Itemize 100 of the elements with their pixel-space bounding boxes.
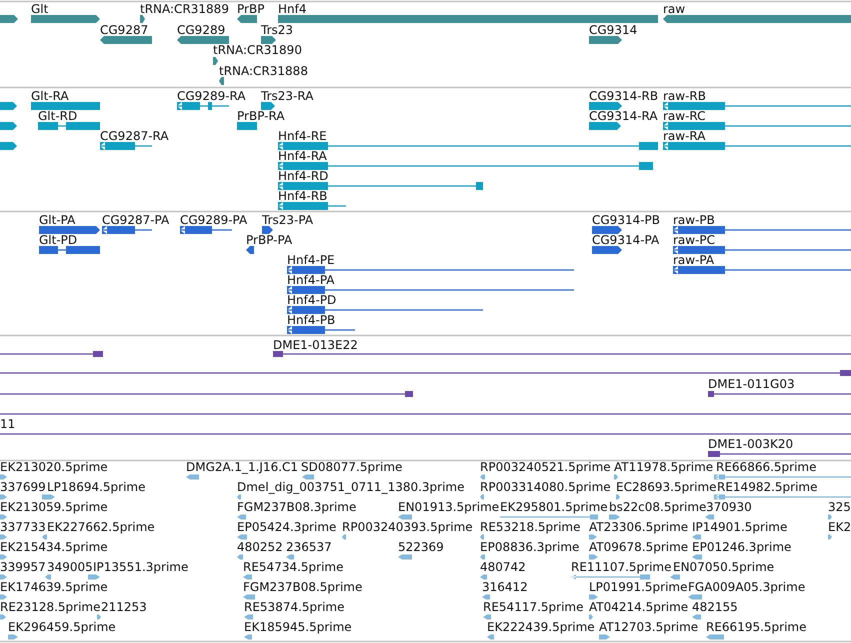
gene-label: PrBP	[237, 2, 264, 16]
gene-label: Glt	[31, 2, 48, 16]
est-label: RP003314080.5prime	[480, 480, 611, 494]
est-label: 480252	[237, 540, 283, 554]
est-label: LP18694.5prime	[47, 480, 146, 494]
est-label: IP14901.5prime	[692, 520, 788, 534]
transcript-label: PrBP-RA	[237, 109, 285, 123]
est-label: LP01991.5prime	[589, 580, 688, 594]
est-label: EK222439.5prime	[487, 620, 595, 634]
est-label: EK213020.5prime	[0, 460, 108, 474]
est-label: RE14982.5prime	[717, 480, 818, 494]
est-label: SD08077.5prime	[301, 460, 402, 474]
est-label: RE66866.5prime	[716, 460, 816, 474]
protein-label: raw-PB	[673, 213, 715, 227]
protein-label: Glt-PA	[39, 213, 76, 227]
est-label: RE54734.5prime	[243, 560, 344, 574]
est-label: RE23128.5prime	[0, 600, 100, 614]
gene-label: tRNA:CR31888	[219, 64, 308, 78]
est-label: EP01246.3prime	[692, 540, 792, 554]
transcript-label: CG9314-RA	[589, 109, 658, 123]
est-label: RE66195.5prime	[706, 620, 806, 634]
transcript-label: raw-RA	[663, 129, 706, 143]
est-label: EK213059.5prime	[0, 500, 108, 514]
est-label: FGA009A05.3prime	[688, 580, 806, 594]
protein-label: CG9287-PA	[102, 213, 170, 227]
gene-label: Trs23	[261, 23, 294, 37]
transcript-label: Hnf4-RB	[278, 189, 328, 203]
protein-label: Hnf4-PB	[287, 313, 336, 327]
est-label: 370930	[706, 500, 752, 514]
est-label: RE53874.5prime	[244, 600, 344, 614]
est-label: 316412	[482, 580, 528, 594]
gene-label: Hnf4	[278, 2, 306, 16]
est-label: 337699	[0, 480, 46, 494]
est-label: 482155	[692, 600, 738, 614]
est-label: AT12703.5prime	[599, 620, 698, 634]
protein-label: Hnf4-PD	[287, 293, 336, 307]
est-label: EK227662.5prime	[47, 520, 155, 534]
est-label: DMG2A.1_1.J16.C1	[186, 460, 298, 474]
est-label: EC28693.5prime	[616, 480, 717, 494]
est-label: FGM237B08.5prime	[243, 580, 362, 594]
est-label: EK295801.5prime	[500, 500, 608, 514]
protein-label: PrBP-PA	[246, 233, 292, 247]
est-label: FGM237B08.3prime	[237, 500, 356, 514]
est-label: AT04214.5prime	[589, 600, 688, 614]
est-label: EK215434.5prime	[0, 540, 108, 554]
transcript-label: CG9287-RA	[100, 129, 169, 143]
transcript-label: raw-RB	[663, 89, 706, 103]
est-label: RP003240521.5prime	[480, 460, 611, 474]
est-label: EN07050.5prime	[673, 560, 774, 574]
est-label: RE53218.5prime	[480, 520, 580, 534]
protein-label: Hnf4-PA	[287, 273, 334, 287]
est-label: 522369	[398, 540, 444, 554]
est-label: AT23306.5prime	[589, 520, 688, 534]
est-label: Dmel_dig_003751_0711_1380.3prime	[237, 480, 465, 494]
est-label: 480742	[480, 560, 526, 574]
protein-label: Glt-PD	[39, 233, 78, 247]
est-label: EP05424.3prime	[237, 520, 336, 534]
transcript-label: Glt-RA	[31, 89, 69, 103]
clone-label: DME1-013E22	[273, 338, 358, 352]
gene-label: CG9289	[177, 23, 226, 37]
gene-label: tRNA:CR31889	[140, 2, 229, 16]
protein-label: CG9314-PB	[592, 213, 660, 227]
est-label: EK296459.5prime	[8, 620, 116, 634]
est-label: 325	[828, 500, 851, 514]
est-label: IP13551.3prime	[93, 560, 188, 574]
est-label: EK2	[828, 520, 851, 534]
protein-label: Trs23-PA	[262, 213, 314, 227]
est-label: bs22c08.5prime	[609, 500, 706, 514]
protein-label: Hnf4-PE	[287, 253, 335, 267]
clone-label: 11	[0, 417, 16, 431]
est-label: 349005	[47, 560, 93, 574]
transcript-label: CG9289-RA	[177, 89, 246, 103]
est-label: 236537	[286, 540, 332, 554]
protein-label: raw-PC	[673, 233, 716, 247]
gene-label: CG9287	[100, 23, 148, 37]
clone-label: DME1-011G03	[708, 377, 795, 391]
est-label: EK185945.5prime	[244, 620, 352, 634]
est-label: 211253	[101, 600, 147, 614]
est-label: RE11107.5prime	[571, 560, 672, 574]
est-label: EP08836.3prime	[480, 540, 580, 554]
est-label: AT11978.5prime	[614, 460, 714, 474]
est-label: 339957	[0, 560, 46, 574]
transcript-label: CG9314-RB	[589, 89, 658, 103]
est-label: 337733	[0, 520, 46, 534]
transcript-label: Glt-RD	[38, 109, 78, 123]
transcript-label: Hnf4-RE	[278, 129, 327, 143]
est-label: RP003240393.5prime	[342, 520, 473, 534]
protein-label: CG9289-PA	[180, 213, 248, 227]
protein-label: CG9314-PA	[592, 233, 660, 247]
est-label: EN01913.5prime	[398, 500, 500, 514]
est-label: RE54117.5prime	[483, 600, 584, 614]
gene-label: CG9314	[589, 23, 638, 37]
clone-label: DME1-003K20	[708, 437, 794, 451]
est-label: EK174639.5prime	[0, 580, 108, 594]
gene-label: tRNA:CR31890	[213, 43, 302, 57]
transcript-label: Hnf4-RD	[278, 169, 328, 183]
transcript-label: raw-RC	[663, 109, 706, 123]
gene-label: raw	[663, 2, 686, 16]
transcript-label: Hnf4-RA	[278, 149, 327, 163]
est-label: AT09678.5prime	[589, 540, 688, 554]
